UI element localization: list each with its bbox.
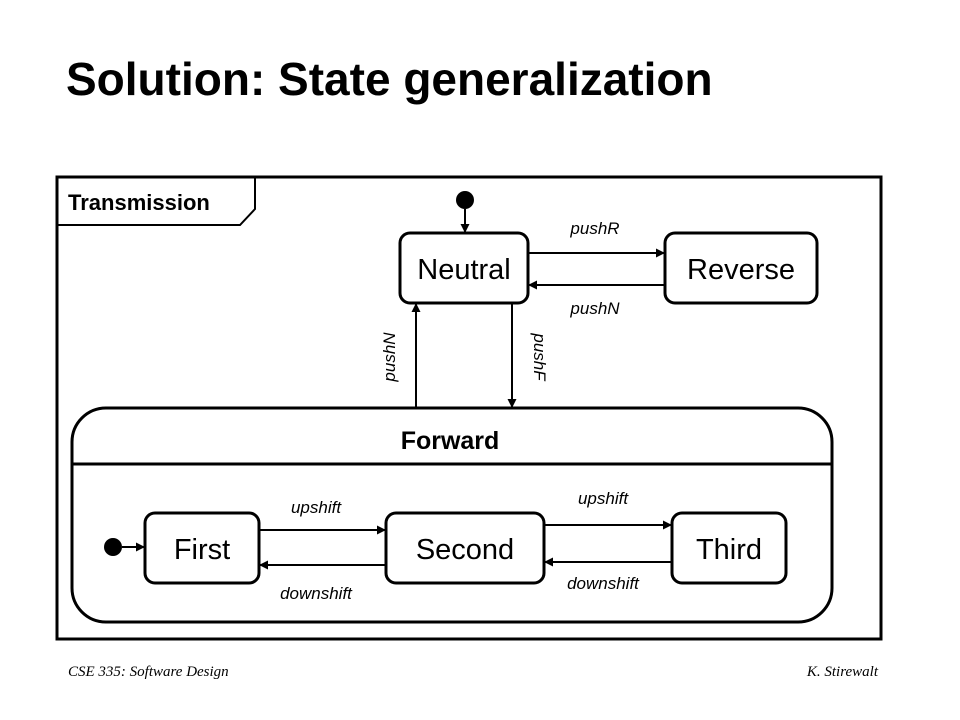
forward-label: Forward	[401, 427, 500, 455]
state-neutral-label: Neutral	[417, 254, 511, 286]
footer-course: CSE 335: Software Design	[68, 664, 229, 680]
state-third-label: Third	[696, 534, 762, 566]
state-reverse-label: Reverse	[687, 254, 795, 286]
event-pushR: pushR	[569, 219, 619, 238]
event-pushN-reverse: pushN	[569, 299, 620, 318]
event-downshift-1: downshift	[280, 584, 353, 603]
event-upshift-2: upshift	[578, 489, 629, 508]
transmission-label: Transmission	[68, 190, 210, 215]
event-pushF: pushF	[530, 332, 549, 382]
page-title: Solution: State generalization	[66, 53, 713, 105]
state-reverse	[663, 231, 819, 305]
state-first	[143, 511, 261, 585]
state-first-label: First	[174, 534, 230, 566]
state-second-label: Second	[416, 534, 514, 566]
state-third	[670, 511, 788, 585]
initial-state-forward	[104, 538, 122, 556]
transmission-tab	[57, 177, 256, 226]
event-downshift-2: downshift	[567, 574, 640, 593]
event-upshift-1: upshift	[291, 498, 342, 517]
event-pushN-forward: pushN	[380, 332, 399, 383]
footer-author: K. Stirewalt	[806, 664, 878, 680]
initial-state-top	[456, 191, 474, 209]
transmission-frame	[55, 175, 883, 641]
state-second	[384, 511, 546, 585]
state-neutral	[398, 231, 530, 305]
